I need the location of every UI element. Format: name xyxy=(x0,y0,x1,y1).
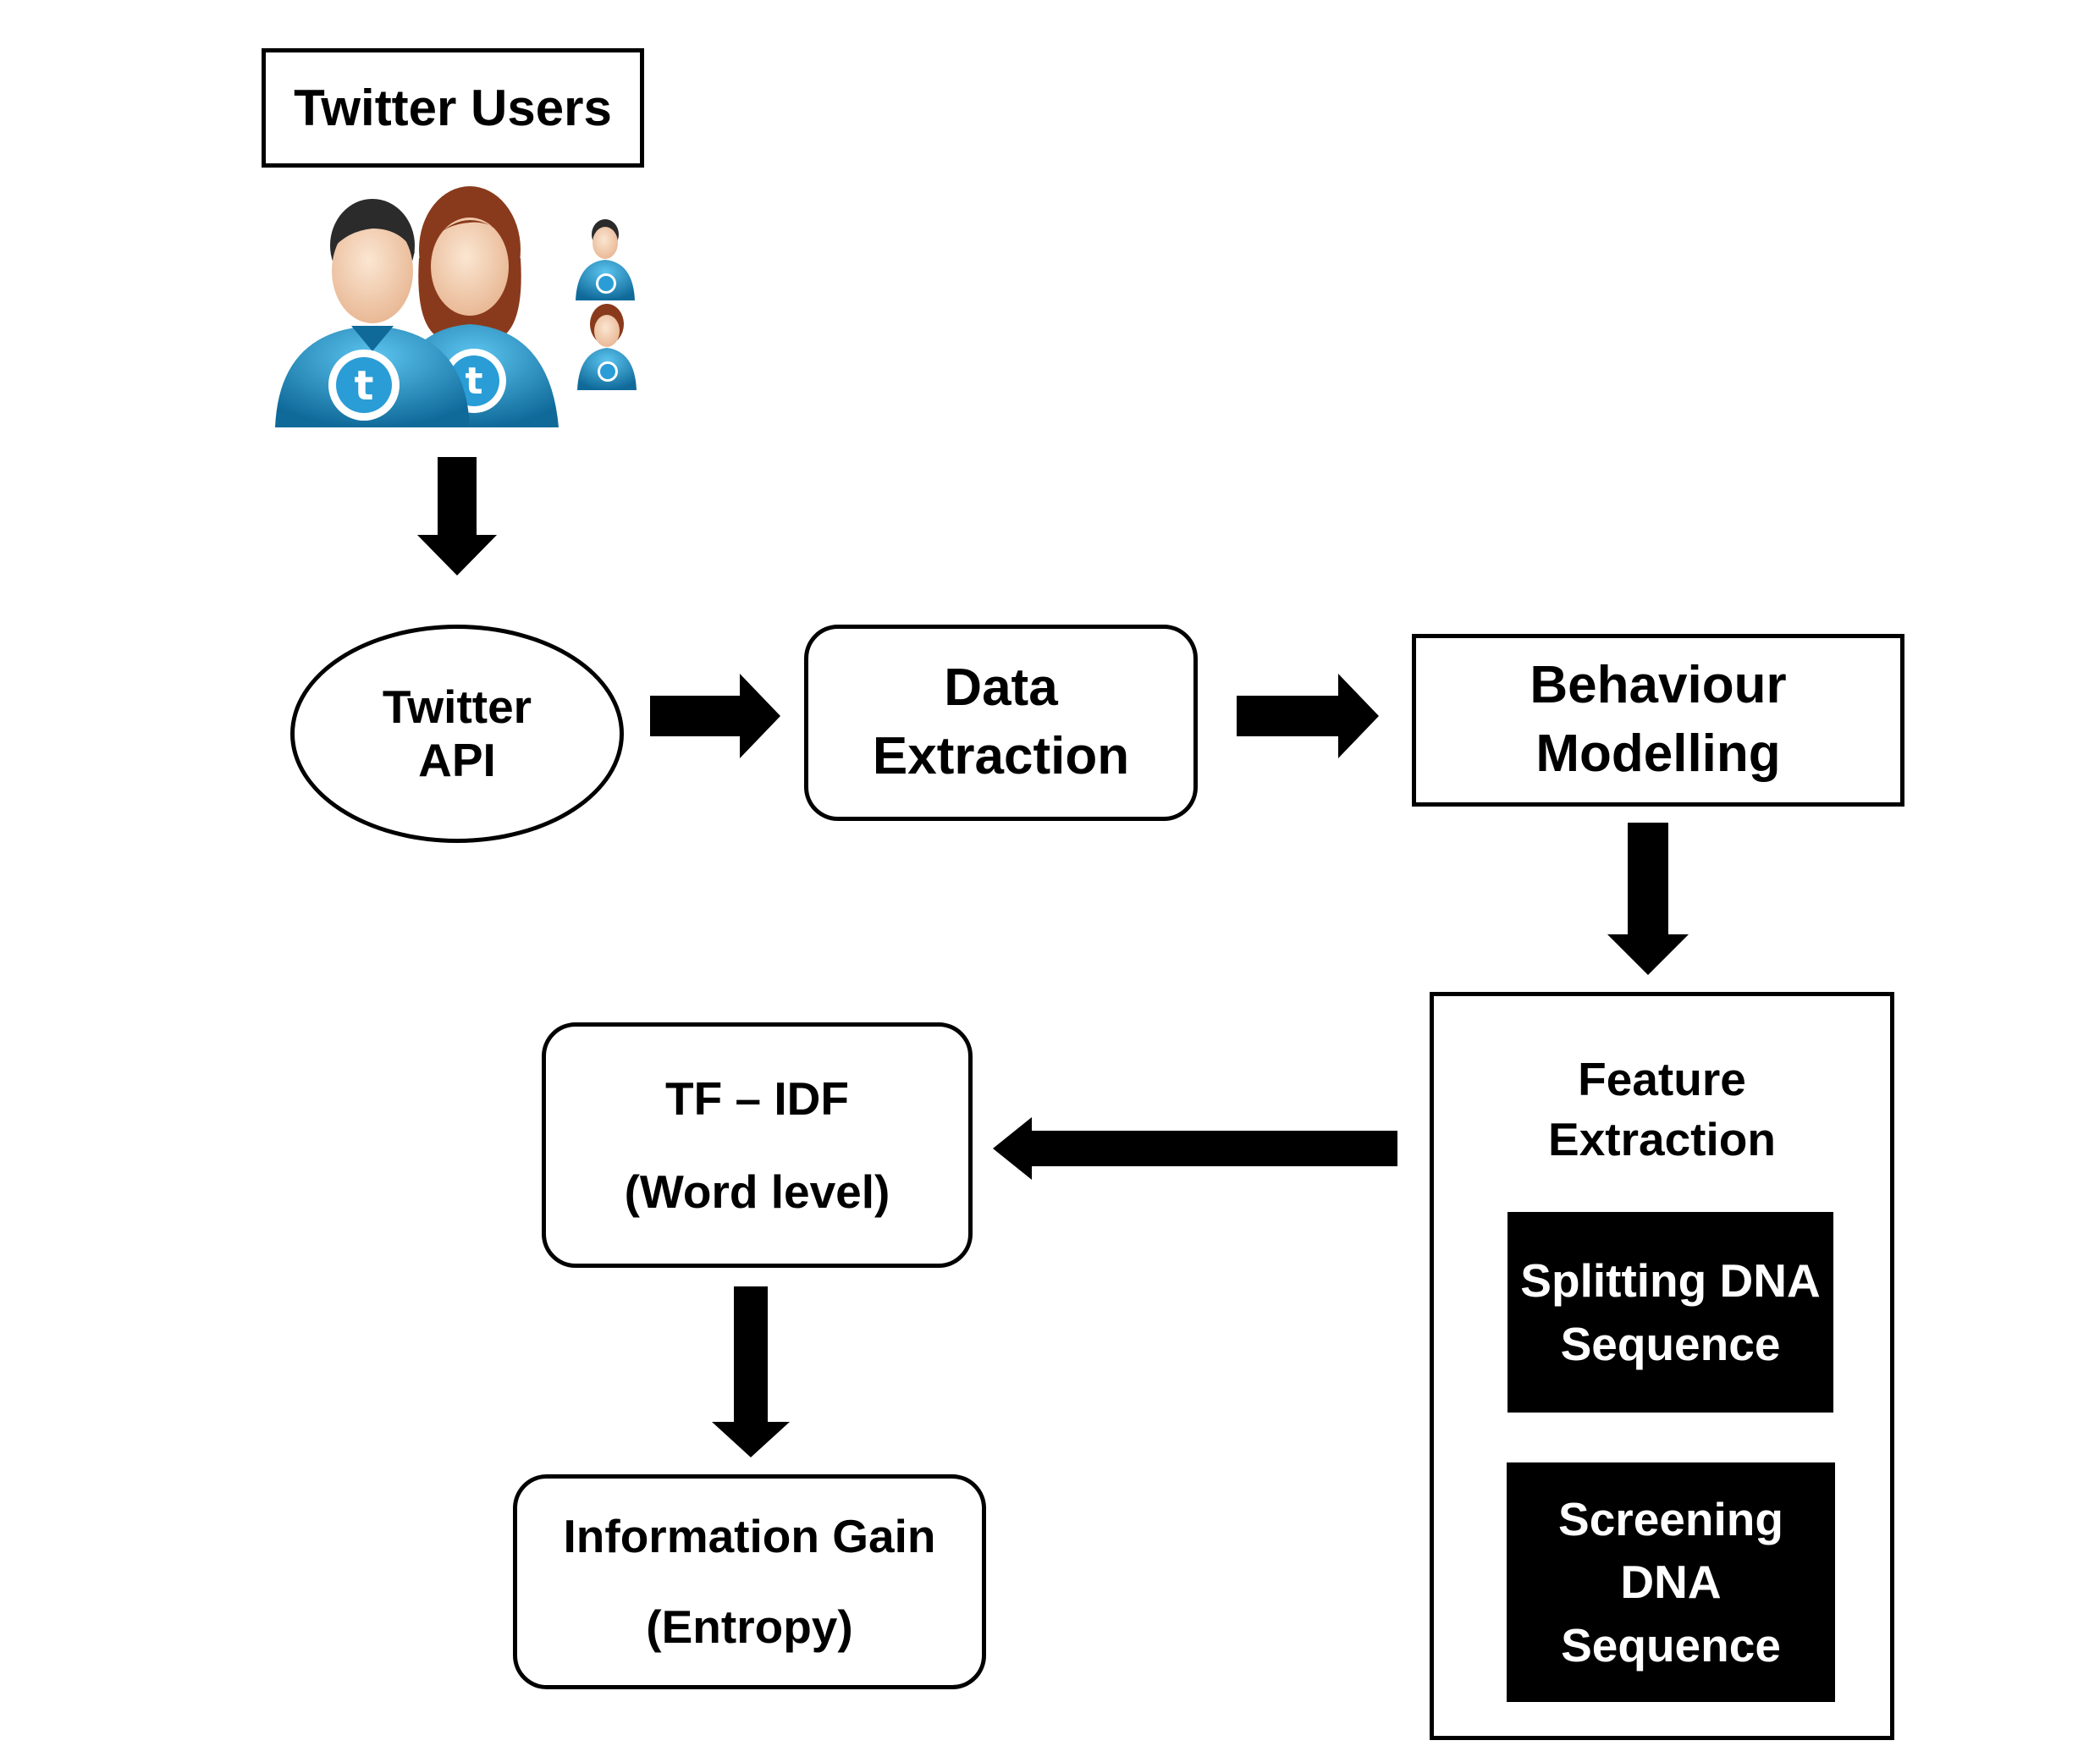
twitter-users-label: Twitter Users xyxy=(294,80,612,136)
splitting-dna-line2: Sequence xyxy=(1560,1317,1781,1370)
feature-extraction-title: Feature Extraction xyxy=(1430,1046,1894,1173)
feature-extraction-line1: Feature xyxy=(1578,1052,1746,1105)
arrow-api-to-extraction xyxy=(650,674,780,758)
feature-extraction-line2: Extraction xyxy=(1548,1113,1776,1165)
small-woman-avatar-icon xyxy=(577,304,637,390)
twitter-users-box: Twitter Users xyxy=(262,48,644,168)
information-gain-node: Information Gain (Entropy) xyxy=(513,1474,986,1689)
information-gain-line1: Information Gain xyxy=(563,1509,936,1562)
screening-dna-line2: DNA xyxy=(1620,1556,1722,1609)
arrow-extraction-to-behaviour xyxy=(1237,674,1379,758)
small-man-avatar-icon xyxy=(576,219,635,300)
twitter-users-icon: t t xyxy=(275,186,637,427)
splitting-dna-line1: Splitting DNA xyxy=(1520,1254,1821,1308)
twitter-api-line2: API xyxy=(418,734,496,786)
arrow-users-to-api xyxy=(417,457,497,576)
twitter-api-node: Twitter API xyxy=(290,625,624,843)
behaviour-modelling-node: Behaviour Modelling xyxy=(1412,634,1904,807)
behaviour-modelling-line2: Modelling xyxy=(1535,724,1781,783)
information-gain-line2: (Entropy) xyxy=(646,1600,853,1653)
arrow-feature-to-tfidf xyxy=(993,1117,1397,1180)
man-avatar-icon: t xyxy=(275,199,470,427)
data-extraction-node: Data Extraction xyxy=(804,625,1198,821)
splitting-dna-node: Splitting DNA Sequence xyxy=(1507,1212,1833,1413)
arrow-tfidf-to-infogain xyxy=(712,1286,790,1457)
behaviour-modelling-line1: Behaviour xyxy=(1530,656,1787,715)
screening-dna-line3: Sequence xyxy=(1561,1618,1781,1672)
tf-idf-line2: (Word level) xyxy=(624,1165,890,1218)
tf-idf-node: TF – IDF (Word level) xyxy=(542,1022,973,1268)
twitter-api-line1: Twitter xyxy=(382,680,532,733)
screening-dna-node: Screening DNA Sequence xyxy=(1507,1462,1835,1702)
svg-text:t: t xyxy=(355,362,374,410)
data-extraction-line2: Extraction xyxy=(872,727,1130,785)
data-extraction-line1: Data xyxy=(944,658,1058,718)
screening-dna-line1: Screening xyxy=(1558,1493,1783,1546)
arrow-behaviour-to-feature xyxy=(1607,823,1689,975)
tf-idf-line1: TF – IDF xyxy=(665,1072,849,1125)
svg-text:t: t xyxy=(465,360,482,403)
